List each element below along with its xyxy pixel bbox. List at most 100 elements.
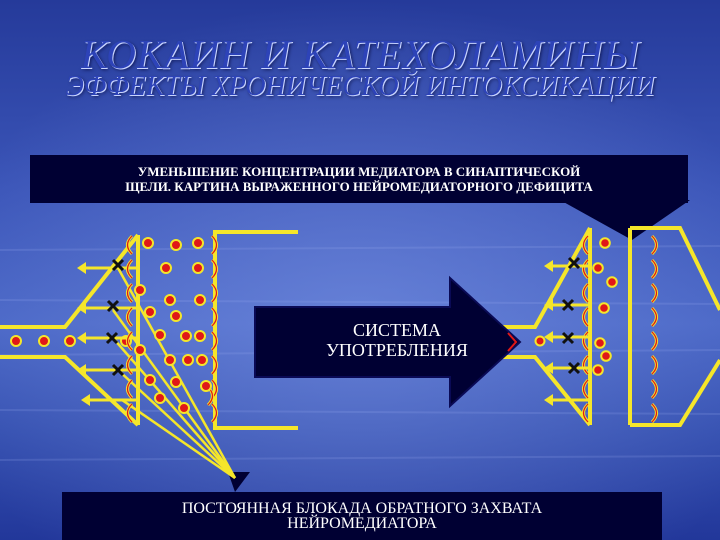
reuptake-transporter-arrowhead <box>544 299 553 311</box>
receptor-cup-edge <box>126 355 133 375</box>
top-caption-box <box>30 155 688 203</box>
receptor-cup-edge <box>211 283 218 303</box>
mediator-molecule <box>180 330 192 342</box>
mediator-molecule <box>164 294 176 306</box>
mediator-molecule <box>599 237 611 249</box>
receptor-cup-edge <box>126 379 133 399</box>
receptor-cup-edge <box>126 307 133 327</box>
mediator-molecule <box>606 276 618 288</box>
receptor-cup-edge <box>651 379 658 399</box>
receptor-cup-edge <box>126 331 133 351</box>
cocaine-blocker-icon <box>106 299 120 313</box>
mediator-molecule <box>192 262 204 274</box>
top-callout-pointer <box>560 200 690 240</box>
receptor-cup-edge <box>651 259 658 279</box>
left-postsynaptic-terminal <box>213 230 298 430</box>
reuptake-transporter-arrowhead <box>544 362 553 374</box>
mediator-molecule <box>64 335 76 347</box>
receptor-cup-edge <box>651 235 658 255</box>
reuptake-transporter-arrowhead <box>544 394 553 406</box>
mediator-molecule <box>182 354 194 366</box>
mediator-molecule <box>200 380 212 392</box>
mediator-molecule <box>194 330 206 342</box>
receptor-cup-edge <box>582 331 589 351</box>
reuptake-transporter-arrowhead <box>81 394 90 406</box>
receptor-cup-edge <box>582 283 589 303</box>
mediator-molecule <box>592 364 604 376</box>
receptor-cup-edge <box>582 307 589 327</box>
mediator-molecule <box>134 284 146 296</box>
reuptake-transporter-arrowhead <box>77 332 86 344</box>
arrow-label-line2: УПОТРЕБЛЕНИЯ <box>326 340 468 360</box>
cocaine-blocker-icon <box>105 331 119 345</box>
mediator-molecule <box>164 354 176 366</box>
mediator-molecule <box>144 306 156 318</box>
mediator-molecule <box>178 402 190 414</box>
receptor-cup-edge <box>651 403 658 423</box>
mediator-molecule <box>144 374 156 386</box>
bottom-caption-line2: НЕЙРОМЕДИАТОРА <box>287 515 437 532</box>
receptor-cup-edge <box>651 307 658 327</box>
receptor-cup-edge <box>582 403 589 423</box>
cocaine-blocker-icon <box>567 256 581 270</box>
receptor-cup-edge <box>211 259 218 279</box>
receptor-cup-edge <box>126 283 133 303</box>
mediator-molecule <box>160 262 172 274</box>
page-subtitle: ЭФФЕКТЫ ХРОНИЧЕСКОЙ ИНТОКСИКАЦИИ <box>65 71 655 102</box>
right-postsynaptic-terminal <box>628 226 720 427</box>
mediator-molecule <box>594 337 606 349</box>
mediator-molecule <box>142 237 154 249</box>
mediator-molecule <box>598 302 610 314</box>
page-title: КОКАИН И КАТЕХОЛАМИНЫ <box>80 31 640 77</box>
reuptake-transporter-arrowhead <box>77 262 86 274</box>
top-caption-line1: УМЕНЬШЕНИЕ КОНЦЕНТРАЦИИ МЕДИАТОРА В СИНА… <box>137 164 581 179</box>
mediator-molecule <box>170 310 182 322</box>
right-presynaptic-terminal <box>500 227 592 427</box>
mediator-molecule <box>154 392 166 404</box>
mediator-molecule <box>194 294 206 306</box>
receptor-cup-edge <box>582 259 589 279</box>
receptor-cup-edge <box>126 403 133 423</box>
receptor-cup-edge <box>582 355 589 375</box>
top-caption-line2: ЩЕЛИ. КАРТИНА ВЫРАЖЕННОГО НЕЙРОМЕДИАТОРН… <box>125 179 593 194</box>
receptor-cup-edge <box>651 283 658 303</box>
receptor-cup-edge <box>211 307 218 327</box>
bottom-caption-box <box>62 492 662 540</box>
receptor-cup-edge <box>126 235 133 255</box>
receptor-cup-edge <box>582 235 589 255</box>
reuptake-transporter-arrowhead <box>544 331 553 343</box>
cocaine-blocker-icon <box>567 361 581 375</box>
receptor-cup-edge <box>126 259 133 279</box>
reuptake-transporter-arrowhead <box>544 260 553 272</box>
reuptake-transporter-arrowhead <box>77 302 86 314</box>
mediator-molecule <box>170 239 182 251</box>
arrow-label-line1: СИСТЕМА <box>352 320 441 340</box>
receptor-cup-edge <box>651 355 658 375</box>
mediator-molecule <box>10 335 22 347</box>
receptor-cup-edge <box>211 331 218 351</box>
reuptake-transporter-arrowhead <box>77 364 86 376</box>
mediator-molecule <box>192 237 204 249</box>
mediator-molecule <box>154 329 166 341</box>
mediator-molecule <box>196 354 208 366</box>
receptor-cup-edge <box>651 331 658 351</box>
cocaine-blocker-icon <box>561 298 575 312</box>
use-system-arrow <box>254 275 522 409</box>
mediator-molecule <box>600 350 612 362</box>
receptor-cup-edge <box>211 403 218 423</box>
mediator-molecule <box>38 335 50 347</box>
receptor-cup-edge <box>211 235 218 255</box>
cocaine-blocker-icon <box>111 258 125 272</box>
cocaine-blocker-icon <box>561 331 575 345</box>
receptor-cup-edge <box>582 379 589 399</box>
top-caption: УМЕНЬШЕНИЕ КОНЦЕНТРАЦИИ МЕДИАТОРА В СИНА… <box>30 155 688 203</box>
arrow-tip-mark <box>507 332 518 352</box>
mediator-molecule <box>534 335 546 347</box>
bottom-caption-line1: ПОСТОЯННАЯ БЛОКАДА ОБРАТНОГО ЗАХВАТА <box>181 500 543 517</box>
mediator-molecule <box>592 262 604 274</box>
mediator-molecule <box>170 376 182 388</box>
cocaine-blocker-icon <box>111 363 125 377</box>
